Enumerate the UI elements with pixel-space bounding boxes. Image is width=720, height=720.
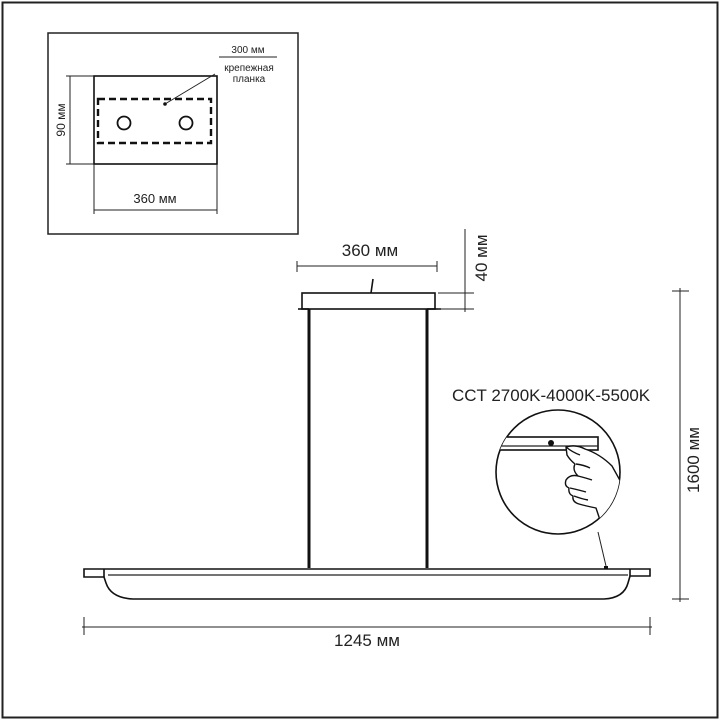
touch-control-detail (495, 409, 621, 535)
mounting-hole-right (178, 115, 194, 131)
canopy-width-label: 360 мм (342, 241, 398, 260)
canopy (301, 292, 436, 310)
mounting-bracket (96, 97, 213, 145)
pendant-fixture (83, 278, 651, 600)
bracket-name-line1: крепежная (224, 63, 274, 74)
mounting-plate (93, 75, 218, 165)
detail-sensor-dot (548, 440, 554, 446)
canopy-wire (370, 278, 374, 294)
inset-frame (47, 32, 299, 235)
touch-sensor (604, 566, 608, 569)
bracket-length-label: 300 мм (231, 45, 264, 56)
total-length-dimension: 1245 мм (82, 617, 652, 650)
mounting-hole-left (116, 115, 132, 131)
plate-height-label: 90 мм (54, 103, 68, 136)
canopy-width-dimension: 360 мм (296, 241, 438, 272)
sensor-leader (597, 531, 607, 567)
total-height-label: 1600 мм (684, 427, 703, 493)
canopy-height-label: 40 мм (472, 234, 491, 281)
canopy-height-dimension: 40 мм (438, 229, 491, 312)
bracket-name-line2: планка (233, 74, 266, 85)
luminaire-body (83, 568, 651, 600)
total-length-label: 1245 мм (334, 631, 400, 650)
hand-icon (564, 445, 620, 521)
total-height-dimension: 1600 мм (672, 288, 703, 602)
mounting-plate-inset: 300 мм крепежная планка 90 мм 360 мм (47, 32, 299, 235)
plate-width-label: 360 мм (133, 191, 176, 206)
cct-label: CCT 2700K-4000K-5500K (452, 386, 651, 405)
